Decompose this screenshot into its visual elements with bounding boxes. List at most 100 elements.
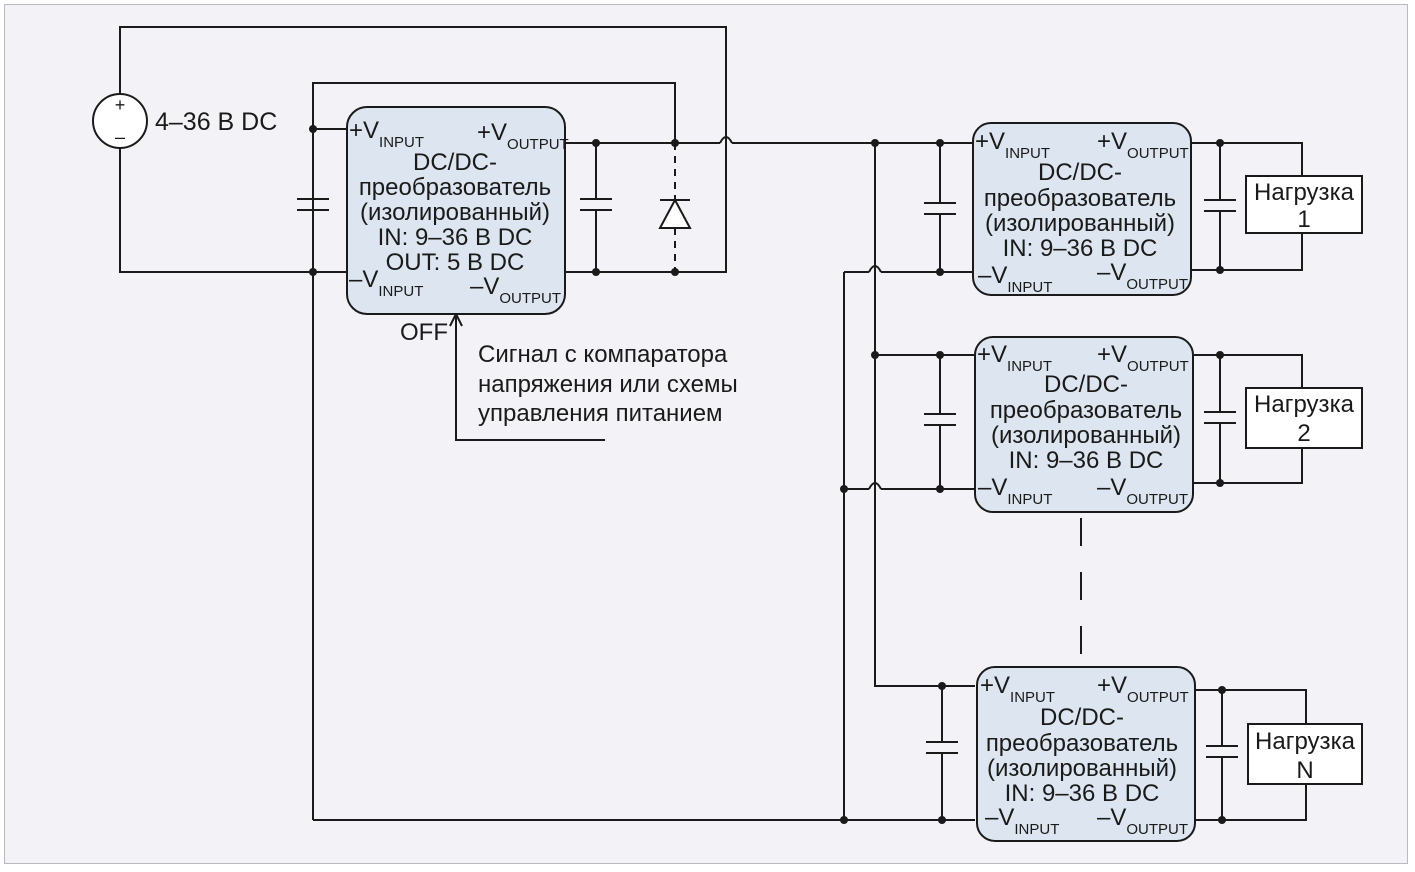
converter-line: (изолированный) (987, 755, 1177, 782)
converter-line: IN: 9–36 В DC (1003, 235, 1158, 262)
pin-in-plus: +VINPUT (980, 672, 1055, 706)
junction-dot (309, 125, 317, 133)
wire-inner-top (312, 82, 676, 820)
wire-crossover-1 (719, 136, 733, 144)
source-plus-sign: + (115, 95, 126, 115)
junction-dot (1218, 686, 1226, 694)
main-converter-line: DC/DC- (413, 149, 497, 176)
pin-out-plus: +VOUTPUT (1097, 128, 1189, 162)
pin-in-minus: –VINPUT (978, 474, 1052, 508)
pin-in-minus: –VINPUT (985, 804, 1059, 838)
source-minus-sign: – (115, 127, 125, 147)
junction-dot (840, 816, 848, 824)
junction-dot (936, 139, 944, 147)
load-1-number: 1 (1297, 206, 1310, 233)
capacitor-main-output (580, 198, 612, 211)
diode-triangle (658, 197, 692, 229)
pin-in-plus: +VINPUT (975, 128, 1050, 162)
capacitor-c3-input (926, 741, 958, 754)
wire-off-signal (455, 314, 605, 441)
voltage-source-circle (92, 93, 148, 149)
converter-box (972, 122, 1192, 296)
pin-out-plus: +VOUTPUT (1097, 672, 1189, 706)
voltage-source: + – 4–36 В DC (92, 93, 277, 149)
converter-line: IN: 9–36 В DC (1005, 780, 1160, 807)
main-pin-out-minus: –VOUTPUT (470, 273, 561, 307)
source-label: 4–36 В DC (155, 108, 277, 136)
load-n-box (1247, 723, 1363, 785)
converter-line: (изолированный) (985, 210, 1175, 237)
main-converter-line: IN: 9–36 В DC (378, 224, 533, 251)
junction-dot (871, 139, 879, 147)
pin-out-minus: –VOUTPUT (1097, 474, 1188, 508)
pin-out-plus: +VOUTPUT (1097, 341, 1189, 375)
junction-dot (592, 139, 600, 147)
load-2-label: Нагрузка (1254, 391, 1355, 418)
load-n-label: Нагрузка (1255, 728, 1356, 755)
junction-dot (1218, 816, 1226, 824)
converter-2: +VINPUT +VOUTPUT –VINPUT –VOUTPUT DC/DC-… (974, 336, 1363, 513)
junction-dot (1216, 479, 1224, 487)
capacitor-input (297, 198, 329, 211)
converter-line: IN: 9–36 В DC (1009, 447, 1164, 474)
signal-note-line: управления питанием (478, 400, 723, 427)
converter-box (976, 666, 1196, 842)
junction-dots (309, 125, 1226, 824)
junction-dot (938, 682, 946, 690)
capacitors (297, 198, 1238, 758)
pin-in-minus: –VINPUT (978, 262, 1052, 296)
signal-note-line: Сигнал с компаратора (478, 341, 728, 368)
main-converter-line: преобразователь (359, 174, 551, 201)
capacitor-c3-output (1206, 745, 1238, 758)
junction-dot (936, 351, 944, 359)
junction-dot (1216, 139, 1224, 147)
converter-line: DC/DC- (1038, 159, 1122, 186)
pin-out-minus: –VOUTPUT (1097, 804, 1188, 838)
load-2-box (1245, 387, 1363, 449)
junction-dot (840, 485, 848, 493)
converter-line: DC/DC- (1044, 371, 1128, 398)
converter-line: преобразователь (986, 730, 1178, 757)
junction-dot (1216, 351, 1224, 359)
off-label: OFF (400, 319, 448, 346)
wire-load2 (1193, 354, 1303, 484)
capacitor-c1-output (1204, 199, 1236, 212)
converter-line: (изолированный) (991, 422, 1181, 449)
wire-loadN (1195, 689, 1307, 821)
main-converter-line: (изолированный) (360, 199, 550, 226)
junction-dot (871, 351, 879, 359)
main-pin-in-minus: –VINPUT (349, 266, 423, 300)
junction-dot (309, 268, 317, 276)
capacitor-c1-input (924, 202, 956, 215)
junction-dot (936, 485, 944, 493)
pin-out-minus: –VOUTPUT (1097, 259, 1188, 293)
converter-box (974, 336, 1194, 513)
load-1-box (1245, 175, 1363, 234)
wire-source-top (119, 26, 727, 273)
signal-note-line: напряжения или схемы (478, 371, 738, 398)
main-pin-out-plus: +VOUTPUT (477, 119, 569, 153)
wire-crossover-2 (868, 265, 882, 273)
junction-dot (671, 268, 679, 276)
diode (658, 197, 692, 229)
load-2-number: 2 (1297, 420, 1310, 447)
main-converter-line: OUT: 5 В DC (386, 249, 525, 276)
converter-n: +VINPUT +VOUTPUT –VINPUT –VOUTPUT DC/DC-… (976, 666, 1363, 842)
converter-line: преобразователь (990, 397, 1182, 424)
main-pin-in-plus: +VINPUT (349, 117, 424, 151)
junction-dot (938, 816, 946, 824)
load-n-number: N (1296, 757, 1313, 784)
signal-note: Сигнал с компаратора напряжения или схем… (478, 341, 738, 427)
load-1-label: Нагрузка (1254, 179, 1355, 206)
junction-dot (936, 268, 944, 276)
capacitor-c2-output (1204, 411, 1236, 424)
junction-dot (592, 268, 600, 276)
main-converter-box (346, 106, 566, 315)
junction-dot (671, 139, 679, 147)
main-converter: +VINPUT +VOUTPUT –VINPUT –VOUTPUT DC/DC-… (346, 106, 569, 346)
converter-line: преобразователь (984, 185, 1176, 212)
pin-in-plus: +VINPUT (977, 341, 1052, 375)
converter-line: DC/DC- (1040, 704, 1124, 731)
